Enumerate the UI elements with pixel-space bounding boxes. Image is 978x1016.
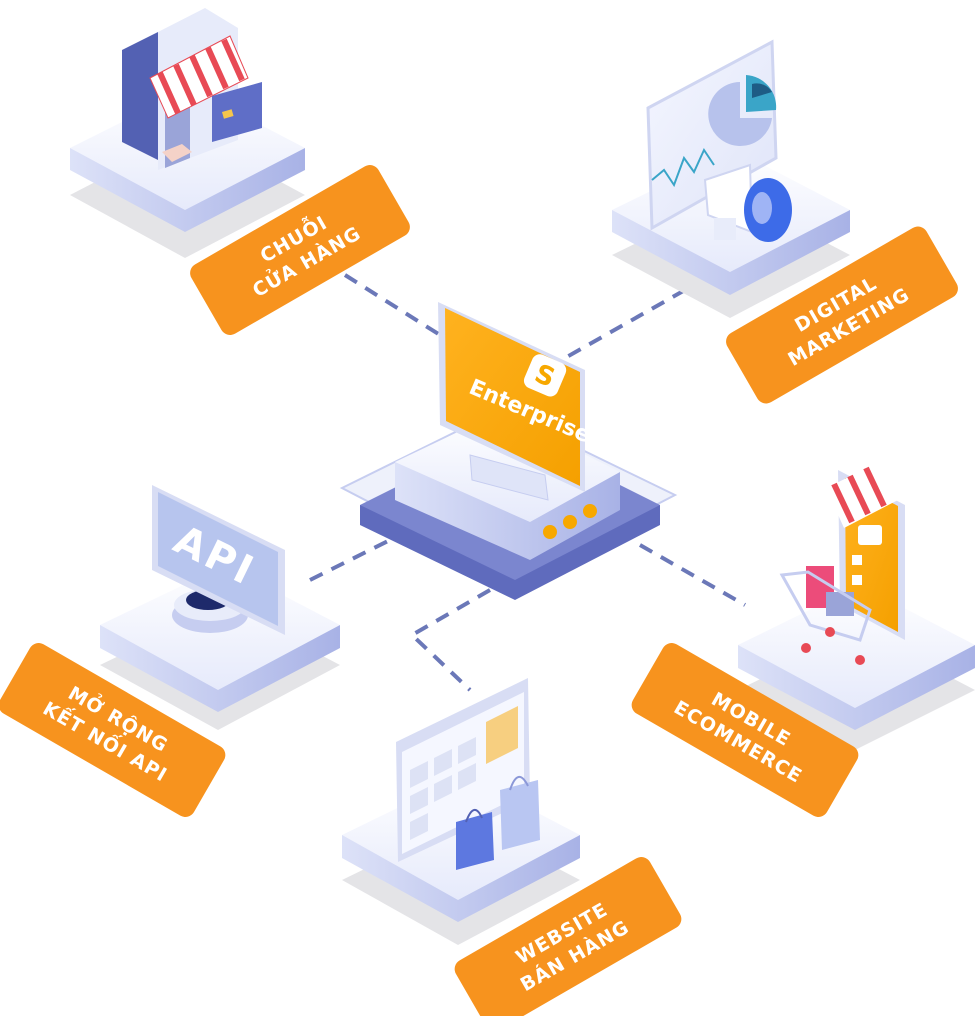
center-led-3	[583, 504, 597, 518]
connector-store	[343, 273, 442, 337]
storefront-icon	[122, 8, 262, 170]
enterprise-monitor: S Enterprise	[438, 302, 594, 501]
connector-marketing	[564, 288, 686, 360]
enterprise-screen	[445, 308, 580, 486]
node-store: CHUỖI CỬA HÀNG	[70, 8, 410, 335]
node-website: WEBSITE BÁN HÀNG	[342, 678, 682, 1016]
logo-icon	[523, 354, 567, 397]
megaphone-chart-icon	[646, 39, 792, 242]
connector-mobile	[639, 543, 746, 607]
phone-cart-icon	[779, 462, 905, 665]
center-led-2	[563, 515, 577, 529]
mobile-platform-top	[738, 585, 975, 708]
node-center: S Enterprise	[339, 302, 678, 600]
api-label: MỞ RỘNG KẾT NỐI API	[0, 643, 226, 817]
connector-website	[408, 588, 491, 692]
browser-bags-icon	[396, 678, 540, 870]
connector-api	[309, 538, 391, 582]
api-monitor-icon: API	[152, 485, 285, 635]
node-marketing: DIGITAL MARKETING	[612, 39, 958, 404]
connector-lines	[309, 273, 746, 692]
center-led-1	[543, 525, 557, 539]
store-label: CHUỖI CỬA HÀNG	[190, 165, 410, 335]
node-api: API MỞ RỘNG KẾT NỐI API	[0, 485, 340, 817]
node-mobile: MOBILE ECOMMERCE	[631, 462, 975, 817]
